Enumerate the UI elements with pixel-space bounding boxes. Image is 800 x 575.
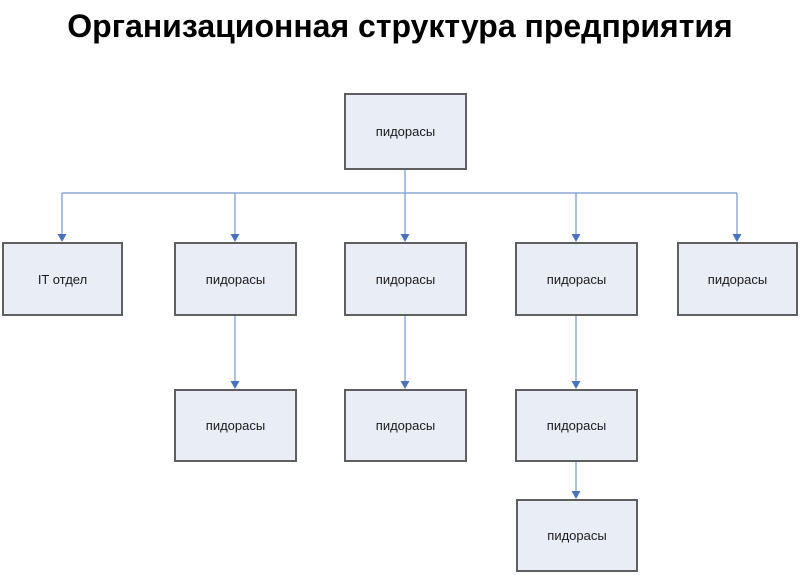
connector-paths [61,170,738,492]
org-node-label: пидорасы [546,418,607,433]
org-node-label: пидорасы [707,271,768,287]
org-node-dept-3: пидорасы [344,242,467,316]
org-node-label: пидорасы [205,418,266,433]
org-node-sub-sub-4: пидорасы [516,499,638,572]
org-node-sub-2: пидорасы [174,389,297,462]
org-node-label: пидорасы [547,528,607,543]
org-node-sub-3: пидорасы [344,389,467,462]
connector-arrowheads [57,234,742,499]
org-node-label: пидорасы [375,271,436,287]
org-node-label: IT отдел [37,271,88,287]
org-node-dept-2: пидорасы [174,242,297,316]
org-node-dept-5: пидорасы [677,242,798,316]
org-node-sub-4: пидорасы [515,389,638,462]
org-node-root: пидорасы [344,93,467,170]
org-node-label: пидорасы [375,124,436,139]
org-node-label: пидорасы [205,271,266,287]
org-node-dept-4: пидорасы [515,242,638,316]
org-node-it-dept: IT отдел [2,242,123,316]
org-node-label: пидорасы [375,418,436,433]
page-title: Организационная структура предприятия [67,8,733,44]
org-node-label: пидорасы [546,271,607,287]
